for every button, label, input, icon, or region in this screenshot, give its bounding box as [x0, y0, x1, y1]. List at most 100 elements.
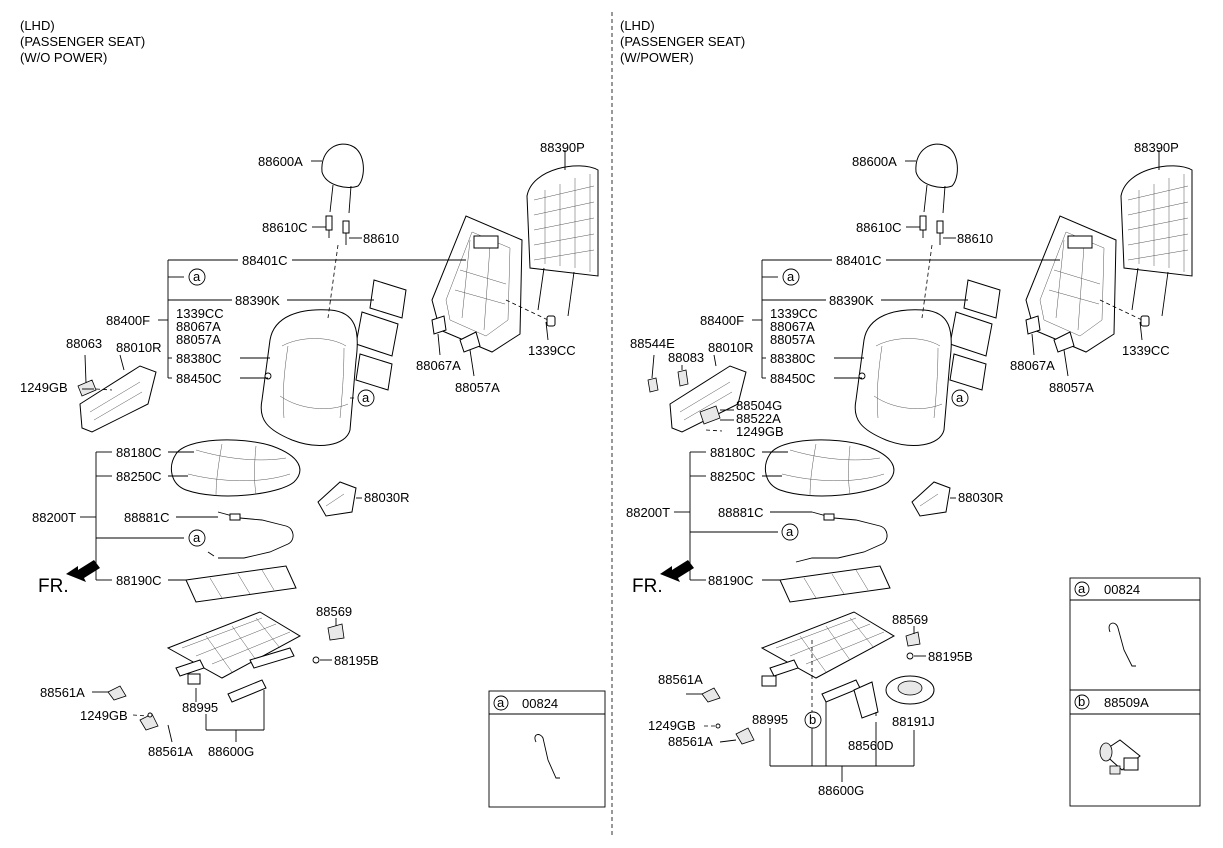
part-label: 88030R — [958, 490, 1004, 505]
front-label: FR. — [38, 576, 69, 597]
legend-letter: a — [497, 695, 505, 710]
bracket-drawing — [1025, 315, 1075, 353]
legend-letter: a — [1078, 581, 1086, 596]
side-cover-drawing — [647, 365, 747, 433]
seat-pan-drawing — [185, 565, 297, 603]
callout-circle-a — [951, 389, 969, 407]
right-panel: (LHD) (PASSENGER SEAT) (W/POWER) — [620, 18, 1201, 807]
part-label: 88067A — [176, 319, 221, 334]
pad-drawing — [949, 279, 1001, 391]
callout-letter: b — [809, 712, 816, 727]
legend-part: 88509A — [1104, 695, 1149, 710]
part-label: 88010R — [708, 340, 754, 355]
part-label: 88401C — [242, 253, 288, 268]
clip-icon — [1108, 622, 1136, 667]
part-label: 88180C — [710, 445, 756, 460]
side-shield-drawing — [911, 481, 951, 517]
seatback-cushion-drawing — [260, 309, 358, 446]
seatback-frame-drawing — [431, 215, 523, 353]
part-label: 88390K — [235, 293, 280, 308]
part-label: 88010R — [116, 340, 162, 355]
part-label: 88610 — [363, 231, 399, 246]
part-label: 88561A — [658, 672, 703, 687]
part-label: 88250C — [710, 469, 756, 484]
legend-part: 00824 — [1104, 582, 1140, 597]
callout-circle-a — [781, 523, 799, 541]
part-label: 1339CC — [1122, 343, 1170, 358]
right-leader-lines — [651, 150, 1160, 782]
part-label: 88063 — [66, 336, 102, 351]
part-label: 88067A — [416, 358, 461, 373]
part-label: 1249GB — [736, 424, 784, 439]
seatback-frame-drawing — [1025, 215, 1117, 353]
part-label: 88030R — [364, 490, 410, 505]
part-label: 88561A — [148, 744, 193, 759]
callout-letter: a — [956, 390, 964, 405]
part-label: 88600G — [818, 783, 864, 798]
part-label: 88057A — [1049, 380, 1094, 395]
left-header-line-3: (W/O POWER) — [20, 50, 107, 65]
part-label: 1339CC — [770, 306, 818, 321]
part-label: 88569 — [892, 612, 928, 627]
part-label: 88250C — [116, 469, 162, 484]
part-label: 88610 — [957, 231, 993, 246]
callout-letter: a — [193, 530, 201, 545]
part-label: 88083 — [668, 350, 704, 365]
callout-circle-a — [188, 268, 206, 286]
part-label: 88569 — [316, 604, 352, 619]
part-label: 1339CC — [528, 343, 576, 358]
part-label: 88881C — [718, 505, 764, 520]
part-label: 88522A — [736, 411, 781, 426]
part-label: 88610C — [262, 220, 308, 235]
headrest-guide-drawing — [325, 215, 350, 245]
motor-drawing — [853, 675, 935, 719]
callout-circle-a — [357, 389, 375, 407]
legend-box-a: a 00824 — [488, 690, 606, 808]
part-label: 1249GB — [648, 718, 696, 733]
front-arrow-icon — [66, 560, 100, 582]
part-label: 88561A — [40, 685, 85, 700]
callout-letter: a — [362, 390, 370, 405]
harness-drawing — [795, 511, 888, 563]
seatback-cushion-drawing — [854, 309, 952, 446]
right-header-line-1: (LHD) — [620, 18, 655, 33]
part-label: 88401C — [836, 253, 882, 268]
legend-box-b: b 88509A — [1069, 689, 1201, 807]
part-label: 88450C — [176, 371, 222, 386]
left-panel: (LHD) (PASSENGER SEAT) (W/O POWER) — [20, 18, 606, 808]
legend-part: 00824 — [522, 696, 558, 711]
part-label: 88390P — [540, 140, 585, 155]
left-leader-lines — [80, 150, 566, 743]
back-panel-drawing — [526, 165, 599, 327]
motor-icon — [1099, 739, 1141, 775]
part-label: 88600A — [852, 154, 897, 169]
clip-icon — [534, 734, 560, 779]
part-label: 88600A — [258, 154, 303, 169]
callout-letter: a — [193, 269, 201, 284]
part-label: 88067A — [770, 319, 815, 334]
right-header-line-3: (W/POWER) — [620, 50, 694, 65]
part-label: 88057A — [770, 332, 815, 347]
part-label: 88180C — [116, 445, 162, 460]
seat-cushion-drawing — [170, 439, 301, 497]
callout-letter: a — [786, 524, 794, 539]
part-label: 88504G — [736, 398, 782, 413]
seat-cushion-drawing — [764, 439, 895, 497]
callout-circle-a — [188, 529, 206, 547]
part-label: 88190C — [116, 573, 162, 588]
right-header-line-2: (PASSENGER SEAT) — [620, 34, 745, 49]
pad-drawing — [355, 279, 407, 391]
part-label: 88881C — [124, 510, 170, 525]
left-header-line-1: (LHD) — [20, 18, 55, 33]
part-label: 88200T — [32, 510, 76, 525]
harness-drawing — [207, 511, 294, 559]
callout-circle-b — [804, 711, 822, 729]
part-label: 88560D — [848, 738, 894, 753]
part-label: 88057A — [176, 332, 221, 347]
part-label: 88380C — [176, 351, 222, 366]
bracket-drawing — [431, 315, 481, 353]
part-label: 88544E — [630, 336, 675, 351]
legend-box-a: a 00824 — [1069, 577, 1201, 691]
part-label: 88600G — [208, 744, 254, 759]
